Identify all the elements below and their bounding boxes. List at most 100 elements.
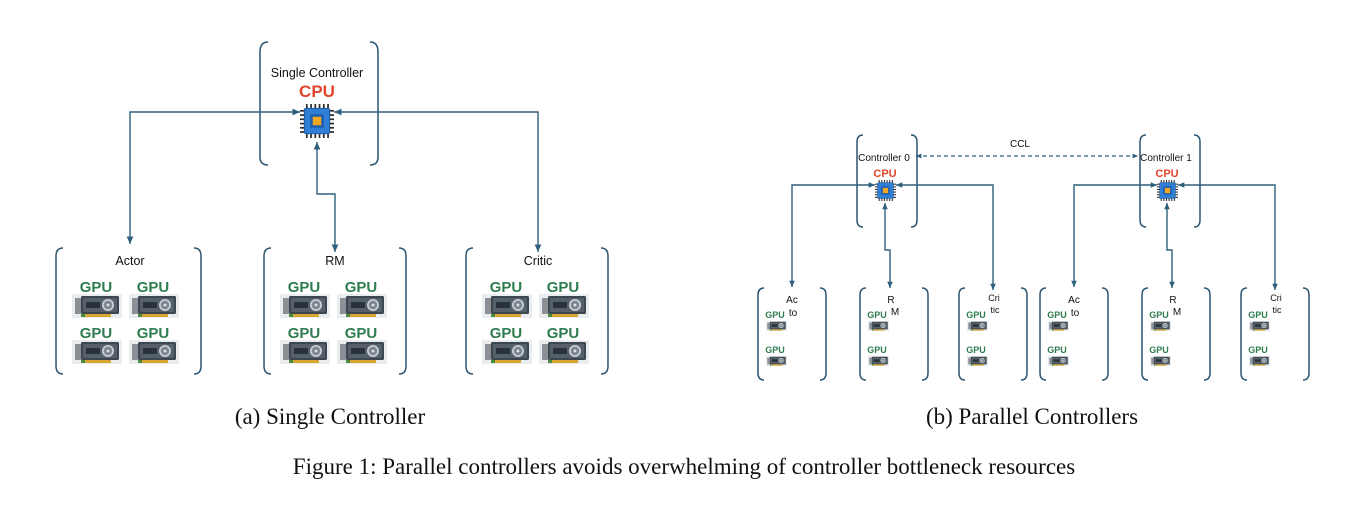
group-bracket — [859, 287, 929, 381]
wire-to-actor — [126, 108, 300, 244]
gpu-card-icon — [1150, 320, 1171, 332]
gpu-label: GPU — [137, 279, 170, 296]
gpu-label: GPU — [1248, 310, 1268, 320]
actor-bracket — [55, 247, 202, 375]
actor-gpus: GPU GPU GPU GPU — [72, 279, 179, 364]
rm-label: RM — [325, 254, 344, 268]
gpu-label: GPU — [288, 279, 321, 296]
group-bracket — [757, 287, 827, 381]
gpu-card-icon — [72, 340, 122, 364]
actor-label: to — [1071, 308, 1080, 319]
gpu-label: GPU — [80, 325, 113, 342]
wire-c0-critic — [896, 182, 996, 290]
rm-label: R — [1169, 295, 1176, 306]
gpu-label: GPU — [490, 325, 523, 342]
cpu-chip-icon — [875, 180, 896, 201]
controller-1-label: Controller 1 — [1140, 153, 1192, 164]
gpu-card-icon — [1150, 355, 1171, 367]
gpu-card-icon — [766, 355, 787, 367]
controller-0-label: Controller 0 — [858, 153, 910, 164]
gpu-card-icon — [539, 340, 589, 364]
group-bracket — [1141, 287, 1211, 381]
gpu-label: GPU — [547, 279, 580, 296]
figure-caption: Figure 1: Parallel controllers avoids ov… — [293, 454, 1075, 479]
ccl-label: CCL — [1010, 139, 1030, 150]
gpu-label: GPU — [137, 325, 170, 342]
wire-c1-critic — [1178, 182, 1278, 290]
controller-0-cpu-label: CPU — [873, 168, 896, 180]
rm-label: R — [887, 295, 894, 306]
gpu-label: GPU — [1149, 310, 1169, 320]
gpu-label: GPU — [966, 310, 986, 320]
gpu-card-icon — [482, 340, 532, 364]
actor-label: Ac — [1068, 295, 1080, 306]
rm-label: M — [1173, 307, 1181, 318]
gpu-label: GPU — [1248, 345, 1268, 355]
gpu-card-icon — [280, 294, 330, 318]
gpu-card-icon — [539, 294, 589, 318]
panel-b-parallel-controllers: Controller 0 Controller 1 CCL CPU CPU Ac… — [757, 134, 1310, 429]
cpu-chip-icon — [1157, 180, 1178, 201]
panel-b-caption: (b) Parallel Controllers — [926, 404, 1138, 429]
panel-a-single-controller: Single Controller CPU Actor RM Critic GP… — [55, 41, 609, 429]
gpu-card-icon — [1249, 355, 1270, 367]
controller-1-cpu-label: CPU — [1155, 168, 1178, 180]
wire-to-critic — [334, 108, 542, 252]
gpu-label: GPU — [1047, 345, 1067, 355]
gpu-label: GPU — [1149, 345, 1169, 355]
gpu-card-icon — [766, 320, 787, 332]
critic-bracket — [465, 247, 609, 375]
rm-gpus: GPU GPU GPU GPU — [280, 279, 387, 364]
gpu-label: GPU — [966, 345, 986, 355]
gpu-label: GPU — [765, 345, 785, 355]
critic-label: tic — [991, 305, 1001, 315]
gpu-card-icon — [1249, 320, 1270, 332]
group-bracket — [958, 287, 1028, 381]
wire-to-rm — [313, 142, 339, 252]
panel-a-caption: (a) Single Controller — [235, 404, 426, 429]
critic-label: Critic — [524, 254, 552, 268]
gpu-card-icon — [1048, 320, 1069, 332]
wire-c0-actor — [789, 182, 875, 287]
gpu-card-icon — [1048, 355, 1069, 367]
group-bracket — [1240, 287, 1310, 381]
wire-c1-rm — [1164, 203, 1175, 288]
cpu-chip-icon — [300, 104, 334, 138]
critic-label: Cri — [1270, 293, 1282, 303]
gpu-label: GPU — [288, 325, 321, 342]
actor-label: to — [789, 308, 798, 319]
gpu-card-icon — [337, 294, 387, 318]
gpu-label: GPU — [345, 279, 378, 296]
gpu-card-icon — [868, 320, 889, 332]
gpu-card-icon — [967, 355, 988, 367]
gpu-label: GPU — [867, 345, 887, 355]
gpu-card-icon — [482, 294, 532, 318]
wire-c1-actor — [1071, 182, 1157, 287]
critic-gpus: GPU GPU GPU GPU — [482, 279, 589, 364]
gpu-label: GPU — [490, 279, 523, 296]
rm-label: M — [891, 307, 899, 318]
controller-1-bracket — [1139, 134, 1201, 228]
gpu-card-icon — [72, 294, 122, 318]
critic-label: tic — [1273, 305, 1283, 315]
controller-bracket — [259, 41, 379, 166]
controller-label: Single Controller — [271, 66, 363, 80]
gpu-card-icon — [129, 294, 179, 318]
gpu-label: GPU — [765, 310, 785, 320]
critic-label: Cri — [988, 293, 1000, 303]
group-bracket — [1039, 287, 1109, 381]
cpu-label: CPU — [299, 82, 335, 101]
gpu-card-icon — [337, 340, 387, 364]
gpu-card-icon — [129, 340, 179, 364]
gpu-card-icon — [868, 355, 889, 367]
actor-label: Actor — [115, 254, 144, 268]
wire-c0-rm — [882, 203, 893, 288]
gpu-label: GPU — [345, 325, 378, 342]
actor-label: Ac — [786, 295, 798, 306]
gpu-label: GPU — [1047, 310, 1067, 320]
group-gpus: GPU GPU GPU GPU GPU GPU GPU GPU GPU GPU … — [765, 310, 1270, 367]
gpu-label: GPU — [867, 310, 887, 320]
gpu-label: GPU — [80, 279, 113, 296]
gpu-card-icon — [967, 320, 988, 332]
